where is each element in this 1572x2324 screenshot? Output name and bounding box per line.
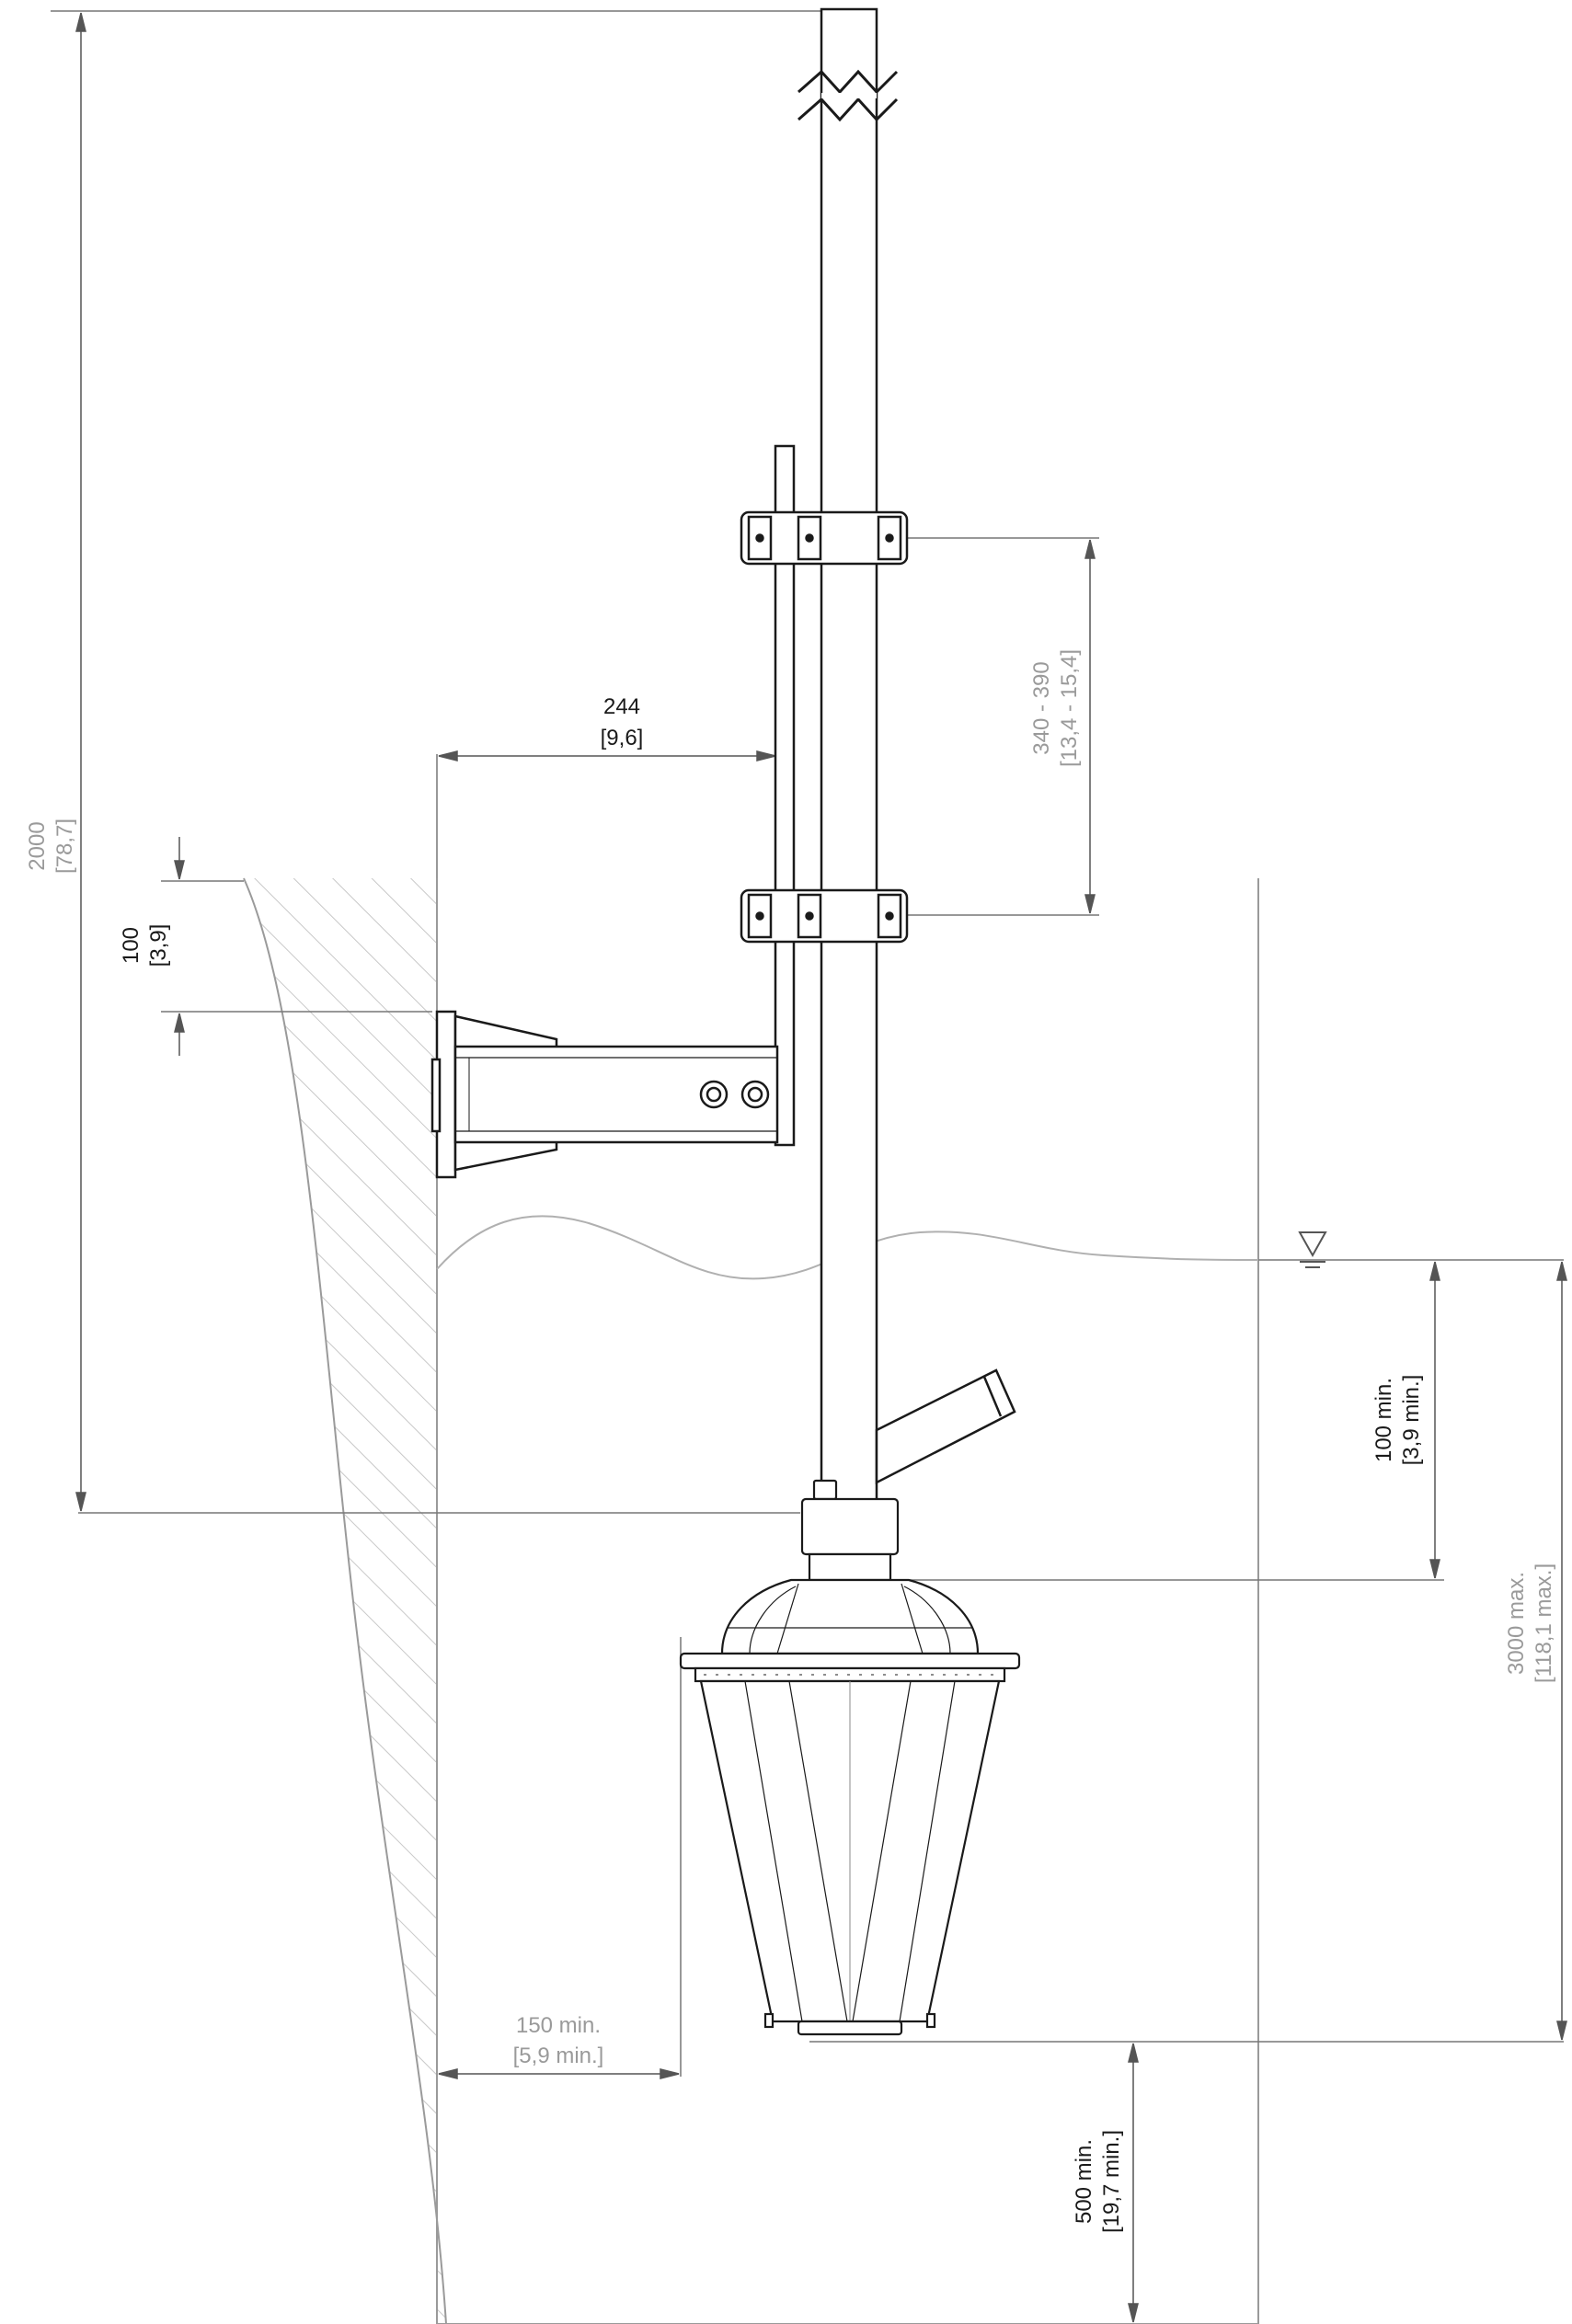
water-depth-imperial: [3,9 min.] (1399, 1375, 1424, 1466)
wall-clearance-label: 150 min. (516, 2013, 601, 2038)
clamp-spacing-imperial: [13,4 - 15,4] (1057, 649, 1082, 767)
bracket-rail (774, 444, 796, 1147)
pipe-clamp-upper (740, 510, 909, 566)
pipe-clamp-lower (740, 888, 909, 944)
arm-reach-imperial: [9,6] (601, 726, 644, 750)
basin-outline (437, 878, 1259, 2324)
lamp-depth-imperial: [118,1 max.] (1532, 1563, 1556, 1683)
mounting-pole (820, 7, 878, 1505)
total-height-imperial: [78,7] (52, 819, 77, 874)
water-level-triangle-icon (1298, 1231, 1327, 1268)
wall-bracket-arm (430, 1010, 779, 1179)
arm-reach-label: 244 (603, 694, 640, 719)
water-depth-label: 100 min. (1371, 1378, 1396, 1462)
underwater-lamp (679, 1479, 1021, 2036)
wall-offset-imperial: [3,9] (146, 924, 171, 967)
extension-lines (51, 10, 1564, 2077)
floor-clearance-imperial: [19,7 min.] (1099, 2130, 1124, 2233)
clamp-spacing-label: 340 - 390 (1029, 661, 1054, 754)
dimension-lines (75, 12, 1567, 2323)
cable-gland (875, 1368, 1016, 1485)
wall-clearance-imperial: [5,9 min.] (513, 2044, 604, 2068)
lamp-depth-label: 3000 max. (1504, 1572, 1529, 1675)
pole-break-icon (797, 69, 899, 122)
total-height-label: 2000 (25, 821, 50, 870)
floor-clearance-label: 500 min. (1072, 2139, 1096, 2224)
basin-wall (243, 877, 447, 2324)
wall-offset-label: 100 (119, 927, 143, 964)
dimension-labels: 2000 [78,7] 100 [3,9] 244 [9,6] 340 - 39… (25, 649, 1556, 2233)
